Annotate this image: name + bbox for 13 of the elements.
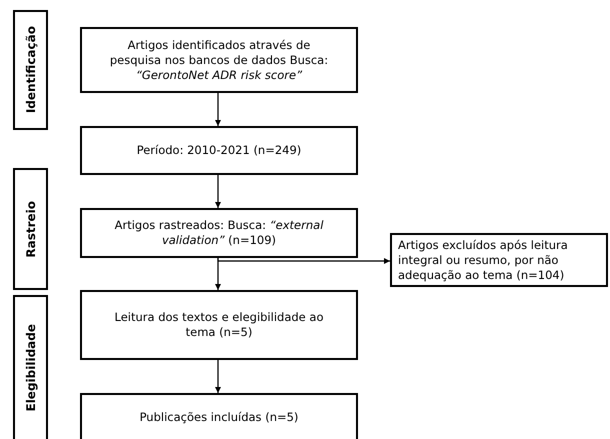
- arrow: [215, 360, 221, 393]
- stage-label-box: Elegibilidade: [13, 295, 48, 439]
- arrow: [215, 93, 221, 126]
- arrow: [217, 258, 390, 264]
- process-box: Período: 2010-2021 (n=249): [80, 126, 358, 175]
- arrow: [215, 175, 221, 208]
- exclusion-box: Artigos excluídos após leitura integral ou resumo, por não adequação ao tema (n=104): [390, 233, 608, 287]
- process-box: Publicações incluídas (n=5): [80, 393, 358, 439]
- process-box: Leitura dos textos e elegibilidade ao tema (n=5): [80, 290, 358, 360]
- stage-label-box: Identificação: [13, 10, 48, 130]
- process-box: Artigos rastreados: Busca: “external validation” (n=109): [80, 208, 358, 258]
- stage-label-box: Rastreio: [13, 168, 48, 290]
- process-box: Artigos identificados através de pesquisa nos bancos de dados Busca: “GerontoNet ADR risk score”: [80, 27, 358, 93]
